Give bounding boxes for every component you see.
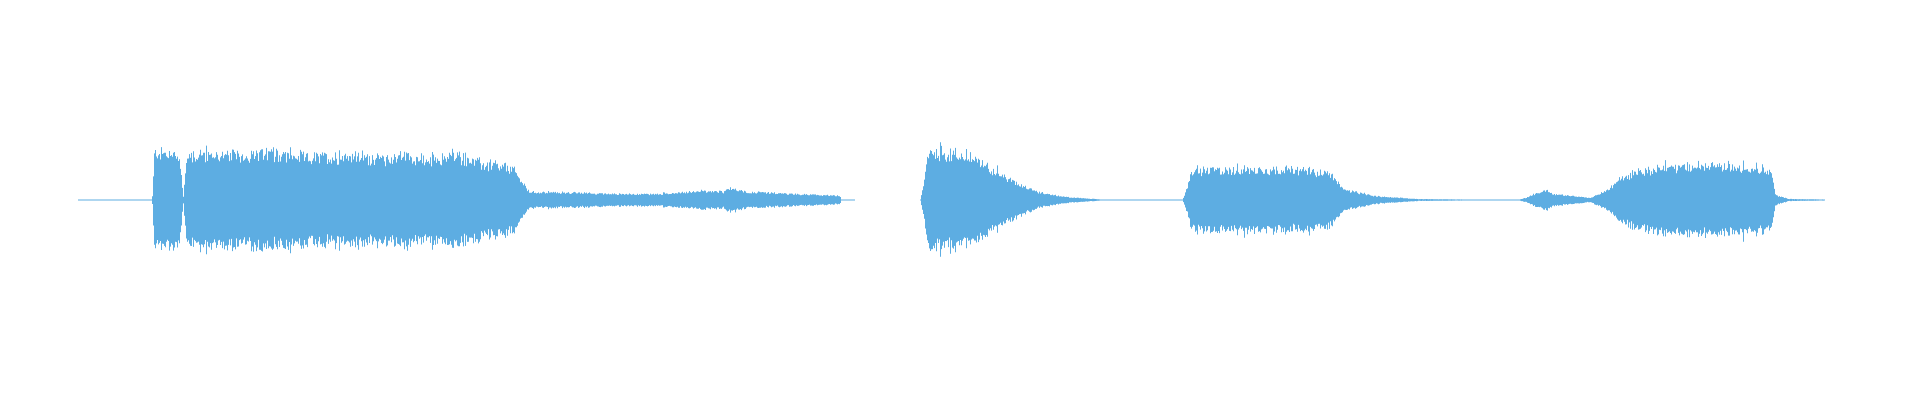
- segment-2: [920, 142, 1825, 257]
- waveform-envelope: [921, 142, 1825, 257]
- waveform-envelope: [152, 145, 842, 255]
- segment-1: [78, 145, 855, 255]
